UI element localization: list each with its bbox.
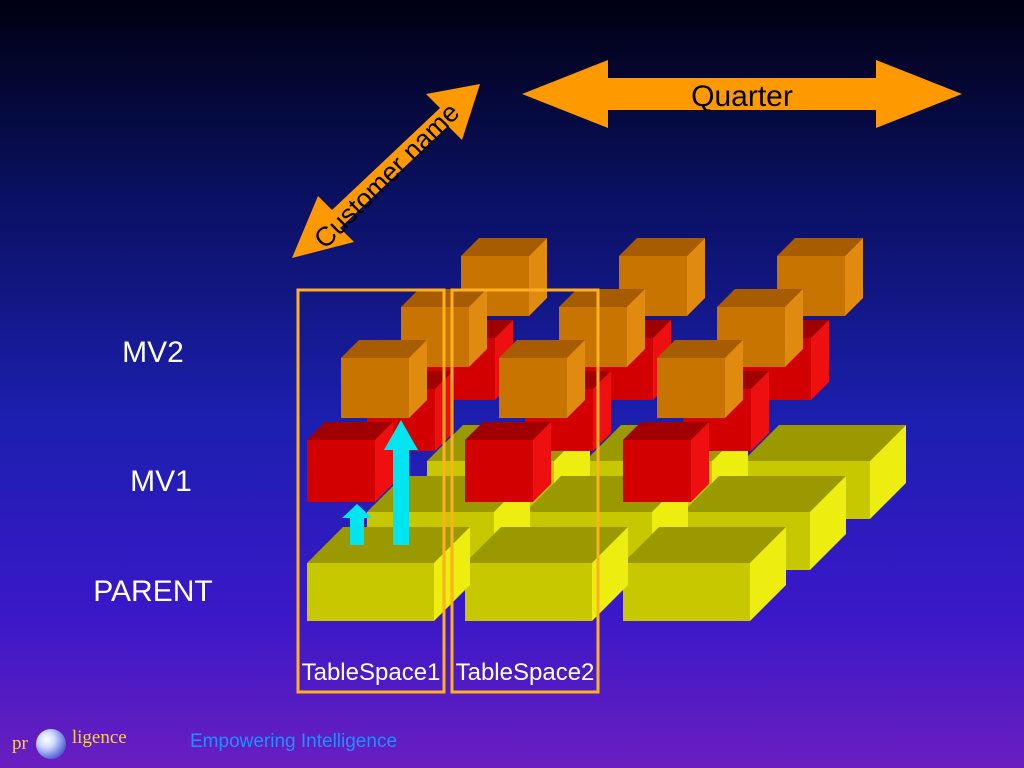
mv2-block-r0-c0	[341, 340, 427, 418]
tablespace1-frame	[296, 288, 446, 694]
parent-block-r0-c1	[465, 527, 628, 621]
cube-grid	[307, 238, 906, 621]
logo-text-right: ligence	[71, 727, 127, 748]
company-logo: pr ligence	[12, 727, 127, 760]
mv2-block-r0-c2	[657, 340, 743, 418]
level-label-mv2: MV2	[122, 336, 184, 369]
tablespace1-label: TableSpace1	[302, 659, 441, 686]
quarter-label: Quarter	[691, 80, 793, 113]
customer-label: Customer name	[308, 97, 465, 254]
mv1-block-r0-c0	[307, 422, 393, 502]
large-up-arrow	[384, 420, 418, 545]
parent-block-r0-c0	[307, 527, 470, 621]
tagline: Empowering Intelligence	[190, 731, 398, 752]
small-up-arrow	[342, 504, 372, 545]
tablespace2-frame	[450, 288, 600, 694]
level-label-parent: PARENT	[93, 575, 212, 608]
mv2-block-r2-c2	[777, 238, 863, 316]
tablespace2-label: TableSpace2	[456, 659, 595, 686]
mv1-block-r0-c1	[465, 422, 551, 502]
level-label-mv1: MV1	[130, 465, 192, 498]
parent-block-r0-c2	[623, 527, 786, 621]
quarter-axis-arrow: Quarter	[522, 60, 962, 128]
customer-axis-arrow: Customer name	[292, 84, 480, 258]
globe-icon	[35, 729, 66, 759]
mv1-block-r0-c2	[623, 422, 709, 502]
mv2-block-r0-c1	[499, 340, 585, 418]
logo-text-left: pr	[12, 733, 28, 754]
